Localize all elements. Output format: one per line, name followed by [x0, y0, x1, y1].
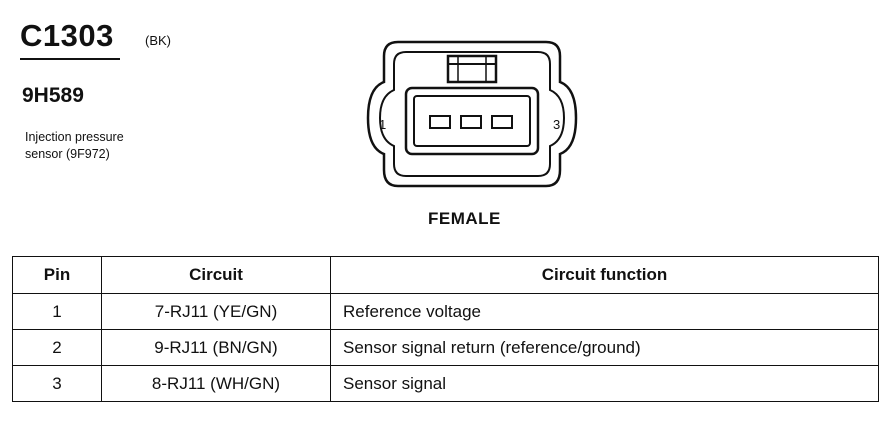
- cell-circuit: 7-RJ11 (YE/GN): [101, 293, 331, 330]
- table-row: 1 7-RJ11 (YE/GN) Reference voltage: [12, 293, 879, 330]
- locking-tab: [446, 54, 498, 84]
- cell-pin: 2: [12, 329, 102, 366]
- header-circuit-function: Circuit function: [330, 256, 879, 294]
- table-row: 2 9-RJ11 (BN/GN) Sensor signal return (r…: [12, 329, 879, 366]
- description-line-2: sensor (9F972): [25, 147, 110, 161]
- connector-gender: FEMALE: [428, 209, 501, 228]
- description-line-1: Injection pressure: [25, 130, 124, 144]
- header-pin: Pin: [12, 256, 102, 294]
- connector-inner-housing: [378, 51, 566, 177]
- connector-outer-housing: [366, 40, 578, 188]
- pin-slot-2: [460, 115, 482, 129]
- pin-label-right: 3: [553, 117, 561, 132]
- pin-slot-1: [429, 115, 451, 129]
- terminal-cavity-inner: [413, 95, 531, 147]
- table-row: 3 8-RJ11 (WH/GN) Sensor signal: [12, 365, 879, 402]
- cell-circuit: 8-RJ11 (WH/GN): [101, 365, 331, 402]
- cell-function: Sensor signal return (reference/ground): [330, 329, 879, 366]
- table-header-row: Pin Circuit Circuit function: [12, 256, 879, 294]
- cell-pin: 1: [12, 293, 102, 330]
- pin-table: Pin Circuit Circuit function 1 7-RJ11 (Y…: [12, 256, 879, 402]
- terminal-cavity-outer: [404, 86, 540, 156]
- cell-pin: 3: [12, 365, 102, 402]
- cell-function: Sensor signal: [330, 365, 879, 402]
- connector-face-diagram: [366, 40, 578, 188]
- component-description: Injection pressure sensor (9F972): [25, 129, 124, 163]
- cell-function: Reference voltage: [330, 293, 879, 330]
- pin-slot-3: [491, 115, 513, 129]
- part-number: 9H589: [22, 84, 84, 107]
- header-circuit: Circuit: [101, 256, 331, 294]
- connector-id: C1303: [20, 18, 114, 53]
- cell-circuit: 9-RJ11 (BN/GN): [101, 329, 331, 366]
- connector-color: (BK): [145, 33, 171, 48]
- pin-label-left: 1: [379, 117, 387, 132]
- title-underline: [20, 58, 120, 60]
